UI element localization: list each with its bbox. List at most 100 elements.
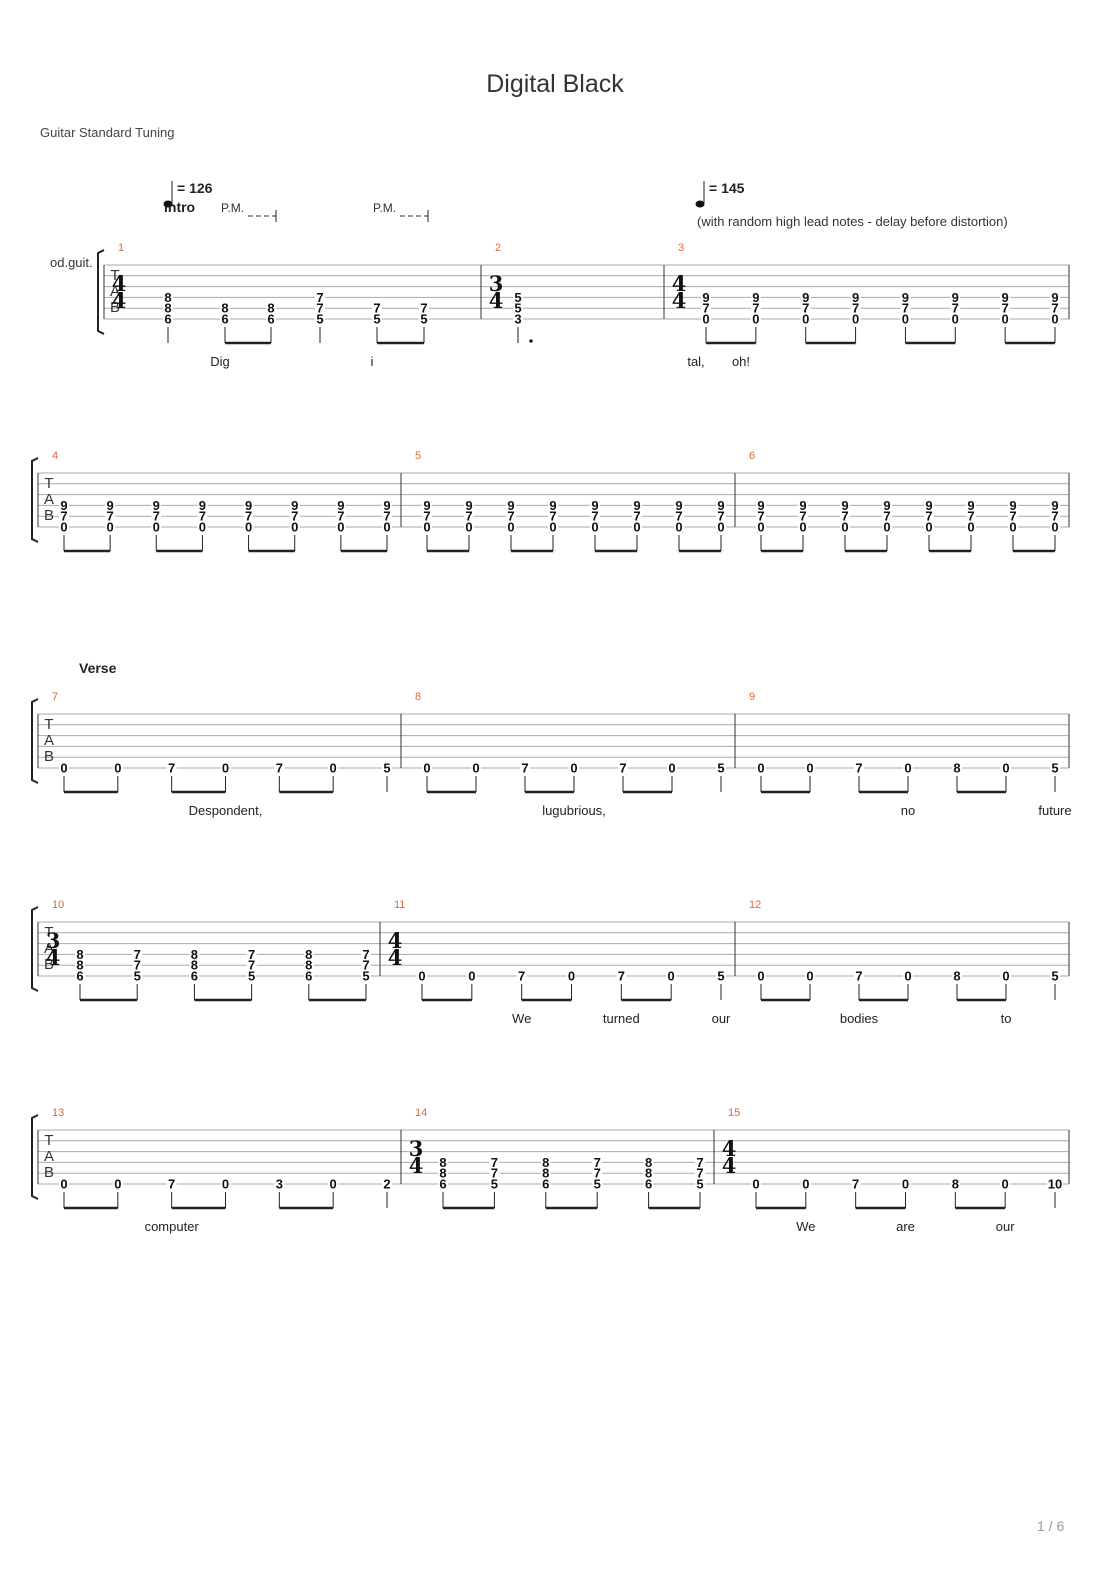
fret-number: 8 [164,290,171,305]
fret-number: 8 [645,1155,652,1170]
fret-number: 7 [362,947,369,962]
fret-background [695,1178,705,1189]
fret-number: 0 [245,520,252,535]
time-signature-top: 4 [672,271,687,296]
fret-background [105,510,116,522]
fret-background [163,291,173,303]
fret-number: 5 [1051,969,1058,984]
fret-number: 7 [276,761,283,776]
fret-background [616,970,627,981]
fret-number: 0 [60,520,67,535]
fret-background [372,313,382,324]
fret-background [854,970,864,981]
tab-letter: A [44,1148,54,1165]
fret-number: 7 [420,301,427,316]
fret-number: 5 [717,969,724,984]
fret-number: 7 [423,509,430,524]
fret-background [900,302,911,314]
lyric-syllable: to [1001,1011,1012,1026]
time-signature-top: 4 [112,271,127,296]
fret-background [189,948,200,960]
fret-number: 5 [491,1177,498,1192]
fret-background [540,1156,551,1168]
fret-background [800,1178,811,1189]
fret-background [382,521,392,532]
fret-background [506,510,516,522]
page-number: 1 / 6 [1037,1518,1065,1534]
fret-number: 9 [1002,290,1009,305]
fret-background [695,1167,705,1179]
fret-number: 8 [439,1155,446,1170]
fret-number: 8 [76,947,83,962]
fret-background [303,948,314,960]
fret-background [716,521,726,532]
fret-background [243,499,254,511]
fret-number: 0 [752,312,759,327]
fret-number: 0 [1009,520,1016,535]
fret-number: 7 [883,509,890,524]
fret-background [1050,313,1060,324]
fret-number: 0 [114,1177,121,1192]
fret-background [805,970,815,981]
fret-background [197,521,208,532]
fret-number: 5 [514,290,521,305]
fret-background [840,521,850,532]
fret-number: 9 [633,498,640,513]
fret-number: 10 [1048,1177,1062,1192]
fret-background [243,510,254,522]
fret-background [566,970,577,981]
fret-number: 0 [1002,1177,1009,1192]
fret-number: 9 [841,498,848,513]
fret-number: 0 [418,969,425,984]
staff-bracket [31,457,39,543]
fret-background [132,948,143,960]
fret-background [246,970,257,981]
fret-background [540,1178,551,1189]
fret-number: 0 [841,520,848,535]
time-signature-bottom: 4 [409,1153,424,1178]
fret-number: 7 [362,958,369,973]
fret-background [220,1178,231,1189]
fret-number: 7 [696,1166,703,1181]
fret-background [382,762,392,773]
lyric-syllable: our [996,1219,1015,1234]
fret-background [756,499,766,511]
fret-background [189,959,200,971]
fret-background [335,510,346,522]
fret-number: 8 [305,947,312,962]
time-signature-top: 3 [46,928,61,953]
measure-number: 8 [415,691,421,703]
augmentation-dot [529,339,533,343]
fret-background [966,521,976,532]
fret-number: 7 [168,761,175,776]
fret-number: 6 [76,969,83,984]
lyric-syllable: oh! [732,354,750,369]
fret-number: 5 [420,312,427,327]
fret-number: 7 [199,509,206,524]
fret-background [266,302,276,314]
fret-number: 8 [953,969,960,984]
time-signature-bottom: 4 [722,1153,737,1178]
fret-number: 9 [153,498,160,513]
fret-background [632,499,642,511]
fret-number: 7 [594,1155,601,1170]
fret-number: 7 [696,1155,703,1170]
fret-background [303,959,314,971]
fret-background [189,970,200,981]
tab-letter: B [44,507,54,524]
fret-number: 0 [799,520,806,535]
fret-number: 7 [702,301,709,316]
fret-number: 6 [164,312,171,327]
fret-background [438,1156,448,1168]
fret-background [151,499,162,511]
fret-background [151,521,162,532]
fret-number: 0 [952,312,959,327]
lyric-syllable: computer [145,1219,200,1234]
fret-background [59,499,69,511]
fret-background [548,521,558,532]
measure-number: 12 [749,899,761,911]
fret-number: 5 [594,1177,601,1192]
fret-background [924,499,934,511]
fret-number: 7 [491,1166,498,1181]
fret-number: 6 [645,1177,652,1192]
